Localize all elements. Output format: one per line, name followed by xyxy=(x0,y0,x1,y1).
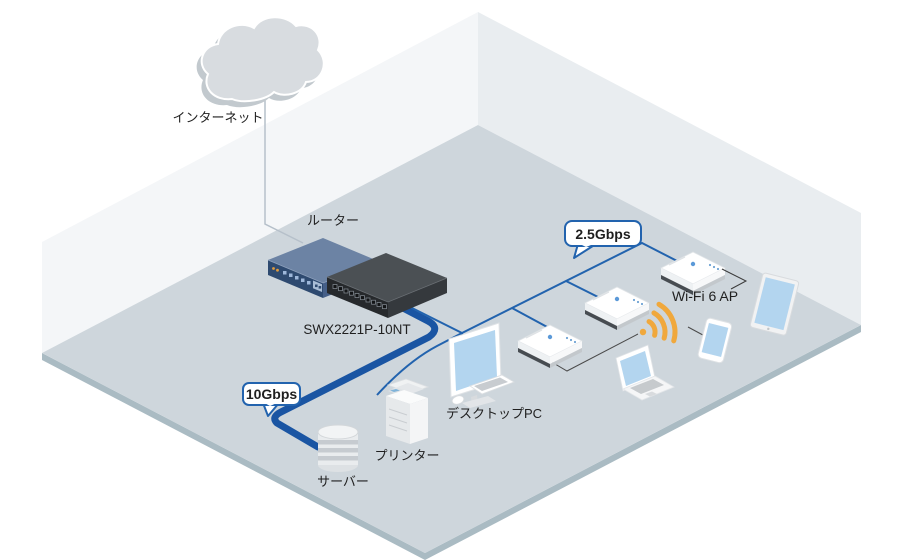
trunk-link-10g xyxy=(271,291,439,451)
link-branch-ap3 xyxy=(511,307,550,329)
printer-icon xyxy=(386,378,430,444)
router-label: ルーター xyxy=(307,213,359,228)
desktop-pc-label: デスクトップPC xyxy=(446,406,542,421)
desktop-pc-icon xyxy=(448,322,515,408)
switch-label: SWX2221P-10NT xyxy=(303,322,410,337)
cloud-icon xyxy=(196,16,325,108)
internet-label: インターネット xyxy=(172,110,263,125)
wifi-ap-label: Wi-Fi 6 AP xyxy=(672,288,738,304)
badge-2-5g-text: 2.5Gbps xyxy=(575,226,630,242)
internet-link-line xyxy=(264,60,304,244)
right-wall xyxy=(478,12,861,325)
printer-label: プリンター xyxy=(374,448,439,463)
link-main-run-to-ap1 xyxy=(461,241,682,334)
room xyxy=(42,12,861,560)
left-wall xyxy=(42,12,478,353)
phone-icon xyxy=(697,317,733,364)
server-label: サーバー xyxy=(317,474,369,489)
switch-icon xyxy=(326,253,448,318)
wifi-signal-icon xyxy=(639,301,678,344)
badge-10g-text: 10Gbps xyxy=(246,386,298,402)
server-icon xyxy=(317,424,359,472)
ap-bracket-line xyxy=(721,268,748,290)
link-printer-curve xyxy=(376,332,463,396)
tablet-icon xyxy=(749,272,800,336)
laptop-icon xyxy=(615,344,675,401)
floor-side xyxy=(42,325,861,560)
speed-badge-2-5g: 2.5Gbps xyxy=(564,220,642,259)
speed-badge-10g: 10Gbps xyxy=(242,382,301,417)
